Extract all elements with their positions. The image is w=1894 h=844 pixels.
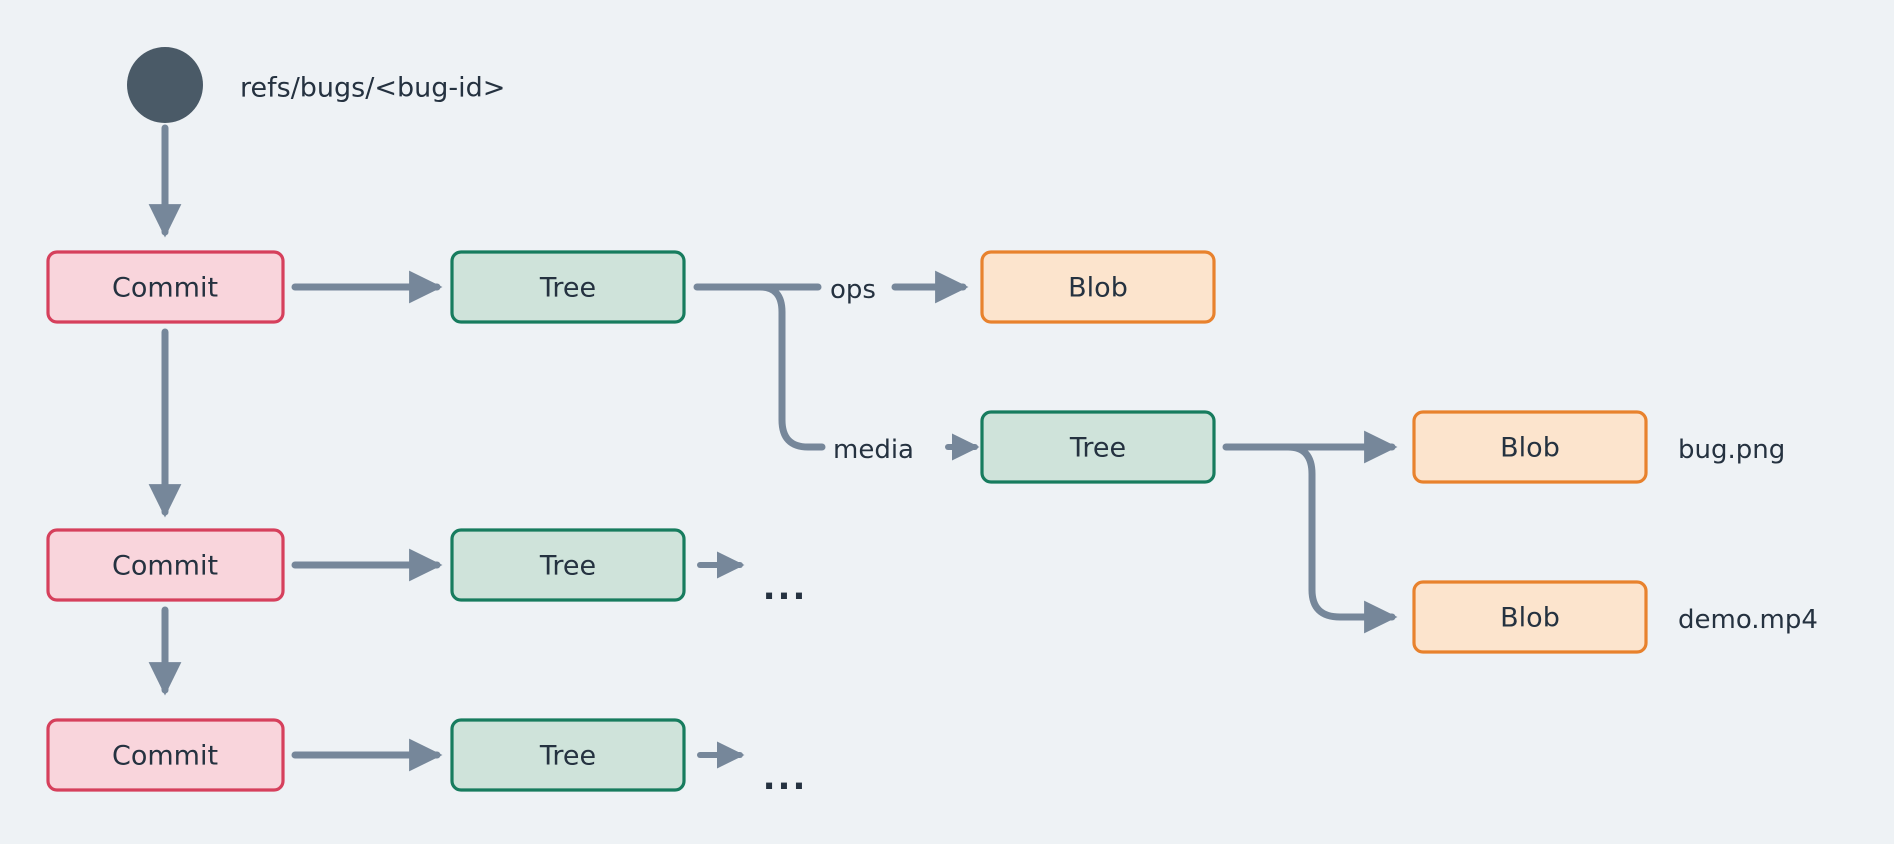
node-blob-ops[interactable] [980, 250, 1216, 324]
node-commit-1-label: Commit [112, 273, 218, 304]
edge-treemedia-to-blob-demomp4 [1284, 443, 1398, 634]
node-tree-3-label: Tree [539, 741, 596, 772]
node-commit-3-label: Commit [112, 741, 218, 772]
node-tree-1-label: Tree [539, 273, 596, 304]
node-blob-bug-png[interactable] [1412, 410, 1648, 484]
node-commit-2-label: Commit [112, 551, 218, 582]
node-blob-demo-mp4[interactable] [1412, 580, 1648, 654]
node-commit-3[interactable] [46, 718, 285, 792]
ref-label: refs/bugs/<bug-id> [240, 73, 505, 104]
node-tree-1[interactable] [450, 250, 686, 324]
node-commit-2[interactable] [46, 528, 285, 602]
node-blob-bug-png-label: Blob [1500, 433, 1560, 464]
node-commit-1[interactable] [46, 250, 285, 324]
edge-tree1-to-media [756, 283, 826, 451]
ellipsis-row-2: ... [763, 568, 808, 608]
node-tree-media-label: Tree [1069, 433, 1126, 464]
node-tree-3[interactable] [450, 718, 686, 792]
node-tree-2[interactable] [450, 528, 686, 602]
ellipsis-row-3: ... [763, 758, 808, 798]
ref-dot-icon [127, 47, 203, 123]
node-blob-ops-label: Blob [1068, 273, 1128, 304]
node-tree-media[interactable] [980, 410, 1216, 484]
filename-label-demo-mp4: demo.mp4 [1678, 605, 1818, 635]
filename-label-bug-png: bug.png [1678, 435, 1785, 465]
node-blob-demo-mp4-label: Blob [1500, 603, 1560, 634]
edge-label-ops: ops [830, 275, 876, 305]
node-tree-2-label: Tree [539, 551, 596, 582]
edge-label-media: media [833, 435, 914, 465]
